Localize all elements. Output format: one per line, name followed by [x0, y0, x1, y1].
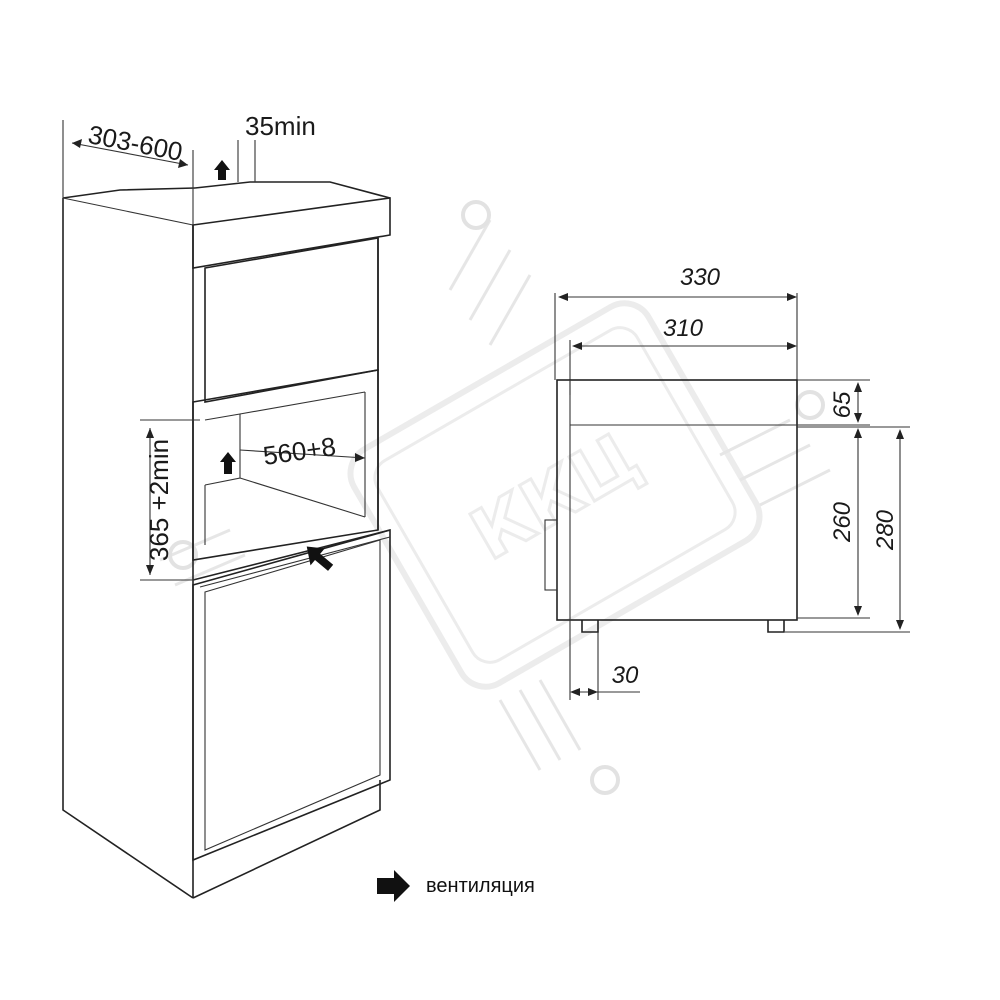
- dimension-depth-inner-label: 310: [663, 315, 704, 342]
- dimension-depth-outer-label: 330: [680, 264, 721, 291]
- dimension-gap-label: 35min: [245, 111, 316, 141]
- legend-label: вентиляция: [426, 875, 535, 897]
- dimension-body-height-label: 260: [829, 501, 856, 543]
- side-view-drawing: 330 310 65 260 280: [544, 264, 910, 700]
- cabinet-drawing: 303-600 35min 560+8 365 +2min: [62, 111, 391, 899]
- dimension-total-height-label: 280: [872, 509, 899, 551]
- dimension-niche-height-label: 365 +2min: [144, 439, 174, 561]
- legend: вентиляция: [377, 870, 535, 902]
- arrow-right-icon: [377, 870, 410, 902]
- watermark: ККЦ: [159, 200, 831, 795]
- vent-arrow-top-icon: [214, 160, 230, 180]
- vent-arrow-niche-icon: [220, 452, 236, 474]
- dimension-niche-width-label: 560+8: [261, 431, 337, 471]
- dimension-top-offset-label: 65: [829, 391, 856, 418]
- dimension-depth-label: 303-600: [86, 119, 185, 167]
- vent-arrow-diagonal-icon: [306, 546, 334, 571]
- watermark-text: ККЦ: [457, 416, 653, 577]
- dimension-foot-offset-label: 30: [612, 662, 639, 689]
